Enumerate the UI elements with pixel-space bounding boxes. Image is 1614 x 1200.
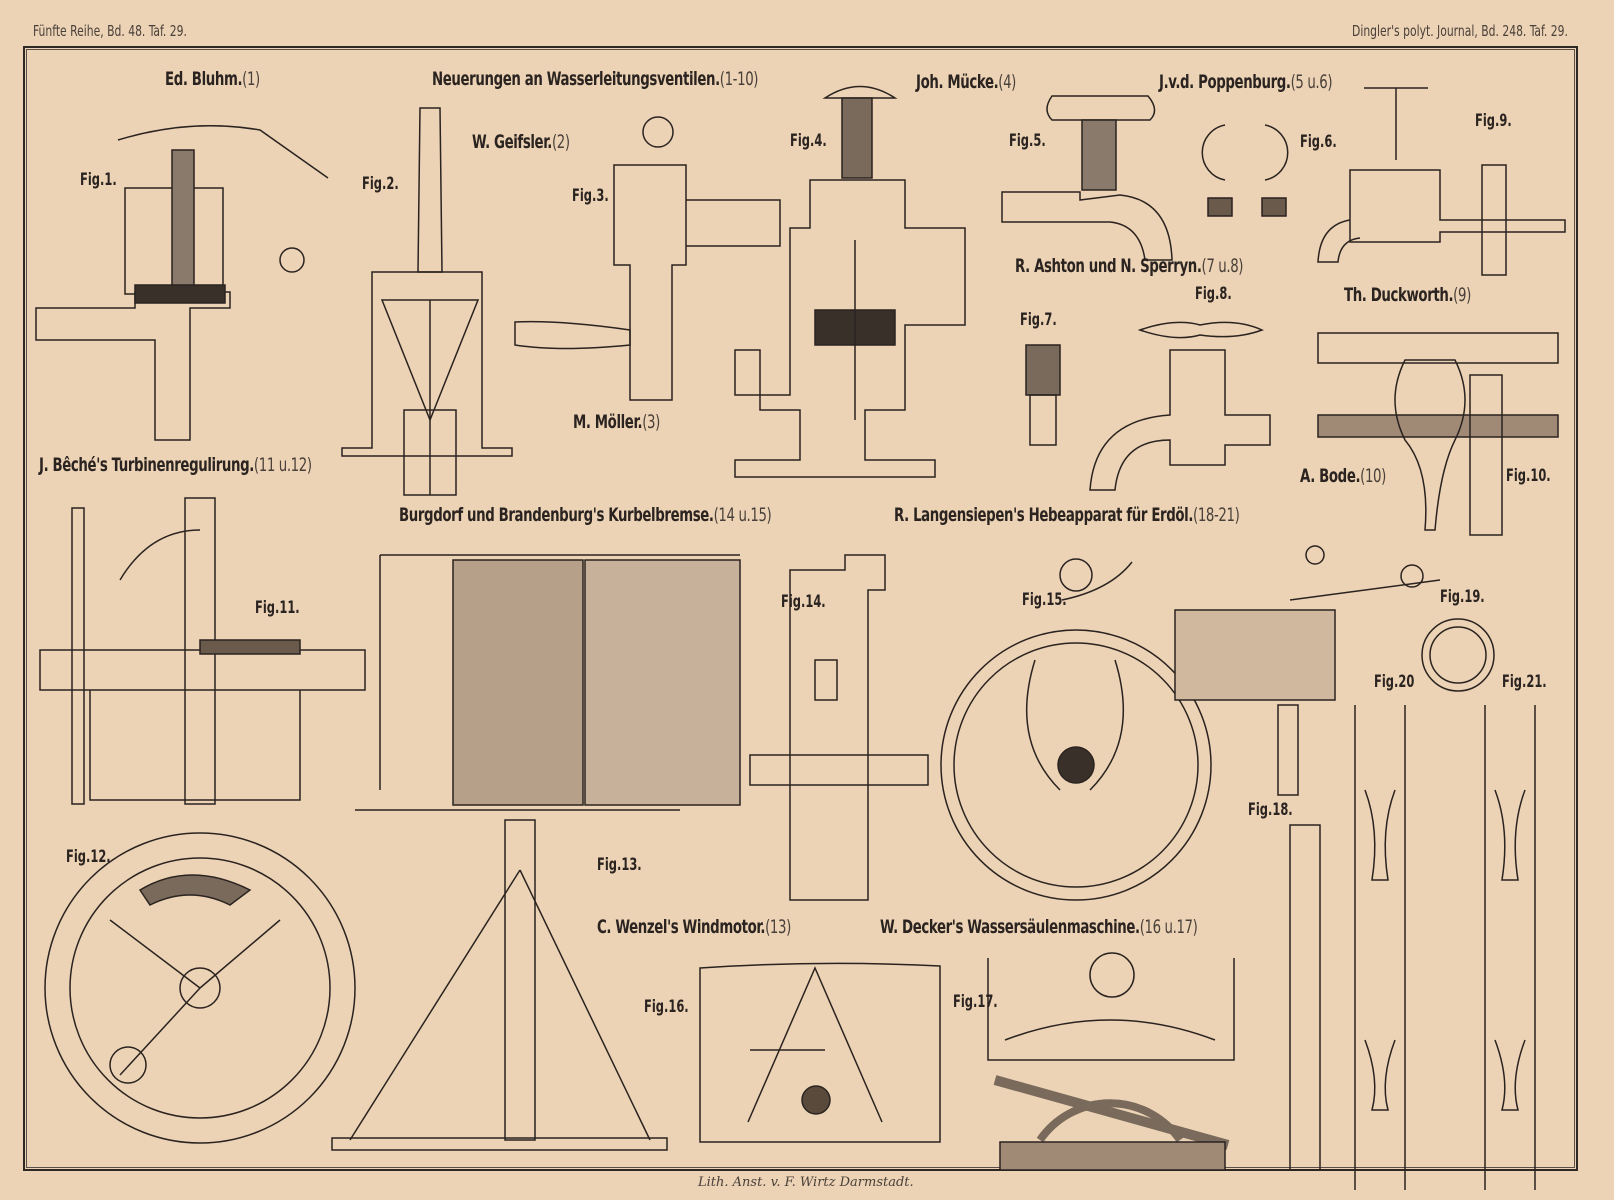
- fig16-machine-drawing: [699, 962, 941, 1143]
- fig-label-2: Fig.2.: [362, 174, 399, 194]
- fig-label-4: Fig.4.: [790, 131, 827, 151]
- fig15-brake-wheel-drawing: [940, 558, 1212, 901]
- fig7-fig8-drawing: [1025, 321, 1271, 491]
- title-duckworth: Th. Duckworth.(9): [1344, 284, 1471, 306]
- fig11-turbine-drawing: [39, 497, 366, 805]
- fig-label-6: Fig.6.: [1300, 132, 1337, 152]
- fig14-brake-drawing: [749, 554, 929, 901]
- fig6-parts-drawing: [1201, 124, 1289, 217]
- fig-label-14: Fig.14.: [781, 592, 826, 612]
- fig-label-16: Fig.16.: [644, 997, 689, 1017]
- fig-label-1: Fig.1.: [80, 170, 117, 190]
- title-geissler: W. Geifsler.(2): [472, 131, 570, 153]
- title-ashton: R. Ashton und N. Sperryn.(7 u.8): [1015, 255, 1244, 277]
- fig-label-17: Fig.17.: [953, 992, 998, 1012]
- fig5-tap-drawing: [1001, 95, 1173, 261]
- fig-label-8: Fig.8.: [1195, 284, 1232, 304]
- plate-header-right: Dingler's polyt. Journal, Bd. 248. Taf. …: [1352, 22, 1568, 40]
- fig-label-18: Fig.18.: [1248, 800, 1293, 820]
- fig3-valve-drawing: [514, 116, 781, 401]
- fig-label-13: Fig.13.: [597, 855, 642, 875]
- fig12-turbine-wheel-drawing: [44, 832, 356, 1144]
- fig-label-7: Fig.7.: [1020, 310, 1057, 330]
- fig10-valve-drawing: [1317, 332, 1559, 536]
- fig-label-10: Fig.10.: [1506, 466, 1551, 486]
- fig-label-5: Fig.5.: [1009, 131, 1046, 151]
- fig-label-12: Fig.12.: [66, 847, 111, 867]
- title-wenzel: C. Wenzel's Windmotor.(13): [597, 916, 791, 938]
- fig-label-11: Fig.11.: [255, 598, 300, 618]
- plate-header-left: Fünfte Reihe, Bd. 48. Taf. 29.: [33, 22, 187, 40]
- title-bode: A. Bode.(10): [1300, 465, 1386, 487]
- title-muecke: Joh. Mücke.(4): [916, 71, 1016, 93]
- title-burgdorf: Burgdorf und Brandenburg's Kurbelbremse.…: [399, 504, 772, 526]
- fig-label-15: Fig.15.: [1022, 590, 1067, 610]
- fig2-valve-drawing: [341, 107, 513, 496]
- title-main: Neuerungen an Wasserleitungsventilen.(1-…: [432, 68, 759, 90]
- fig-label-21: Fig.21.: [1502, 672, 1547, 692]
- fig1-valve-drawing: [35, 125, 329, 441]
- lithographer-imprint: Lith. Anst. v. F. Wirtz Darmstadt.: [698, 1175, 914, 1190]
- title-moeller: M. Möller.(3): [573, 411, 660, 433]
- fig4-valve-drawing: [734, 85, 966, 478]
- plate-frame: [23, 46, 1578, 1171]
- fig13-windmotor-drawing: [331, 554, 741, 1151]
- fig-label-19: Fig.19.: [1440, 587, 1485, 607]
- fig20-fig21-pump-drawing: [1354, 705, 1536, 1190]
- title-langensiepen: R. Langensiepen's Hebeapparat für Erdöl.…: [894, 504, 1240, 526]
- fig18-pump-drawing: [1174, 545, 1441, 1171]
- title-bluhm: Ed. Bluhm.(1): [165, 68, 260, 90]
- fig19-disc-drawing: [1421, 618, 1495, 692]
- fig17-machine-drawing: [987, 952, 1235, 1171]
- fig9-tap-drawing: [1317, 87, 1566, 276]
- title-beche: J. Bêché's Turbinenregulirung.(11 u.12): [39, 454, 312, 476]
- title-decker: W. Decker's Wassersäulenmaschine.(16 u.1…: [880, 916, 1198, 938]
- title-poppenburg: J.v.d. Poppenburg.(5 u.6): [1159, 71, 1333, 93]
- fig-label-20: Fig.20: [1374, 672, 1415, 692]
- fig-label-3: Fig.3.: [572, 186, 609, 206]
- fig-label-9: Fig.9.: [1475, 111, 1512, 131]
